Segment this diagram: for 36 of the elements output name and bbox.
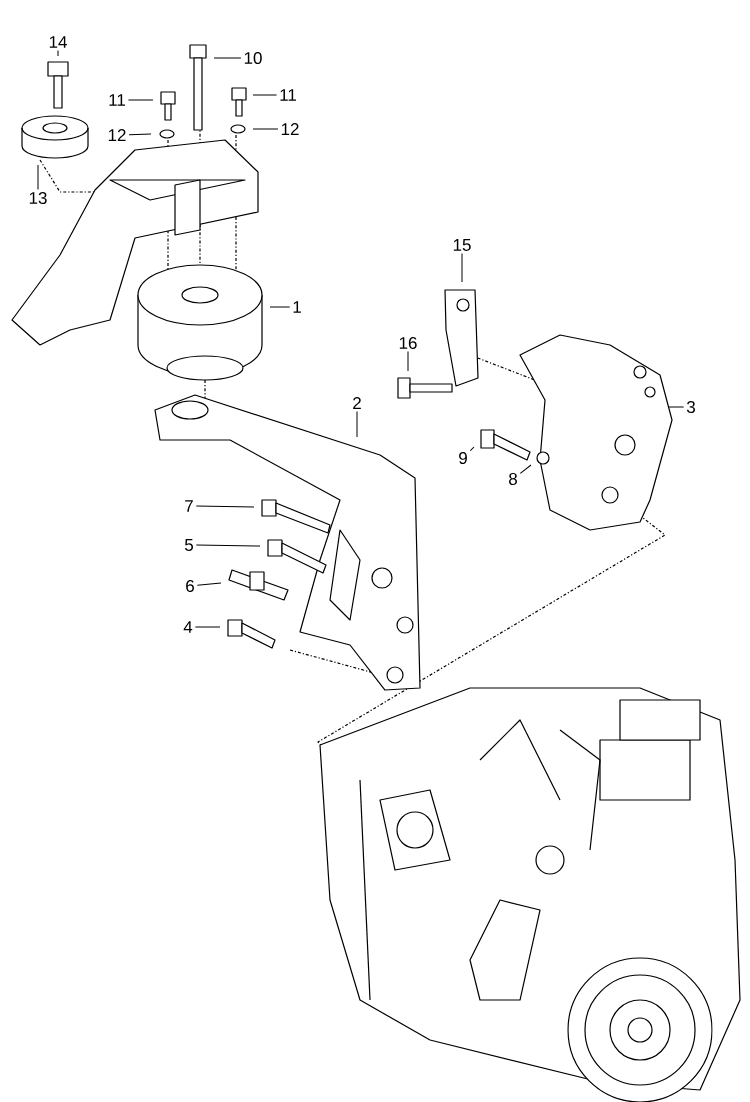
leader-line [667, 406, 685, 408]
callout-number: 1 [293, 301, 301, 313]
callout-number: 15 [453, 239, 471, 251]
callout-number: 9 [459, 452, 467, 465]
leader-line [194, 626, 221, 628]
leader-line [195, 505, 255, 508]
callout-number: 12 [281, 123, 299, 135]
leader-line [128, 133, 152, 136]
callout-number: 8 [509, 473, 517, 486]
callout-number: 11 [109, 94, 125, 106]
callout-number: 6 [186, 580, 194, 593]
leader-line [519, 464, 532, 474]
callout-number: 12 [108, 129, 126, 141]
callout-number: 13 [29, 192, 47, 205]
leader-line [57, 49, 59, 57]
leader-line [407, 351, 409, 372]
callout-number: 3 [686, 401, 695, 414]
callout-number: 4 [183, 621, 193, 633]
leader-line [469, 446, 475, 452]
callout-number: 14 [49, 36, 67, 48]
leader-line [196, 582, 222, 586]
callout-number: 2 [353, 397, 361, 409]
leader-line [461, 253, 463, 283]
leader-line [37, 164, 39, 190]
callout-number: 5 [184, 539, 193, 551]
leader-line [356, 411, 358, 438]
leader-line [252, 128, 279, 130]
callout-number: 11 [280, 89, 296, 101]
leader-line [269, 306, 291, 308]
callout-number: 16 [399, 337, 417, 350]
leader-line [195, 544, 261, 547]
leader-line [213, 57, 242, 59]
leader-line [252, 94, 278, 96]
leader-line [127, 99, 154, 101]
callout-number: 7 [185, 500, 193, 512]
callout-number: 10 [244, 52, 262, 64]
